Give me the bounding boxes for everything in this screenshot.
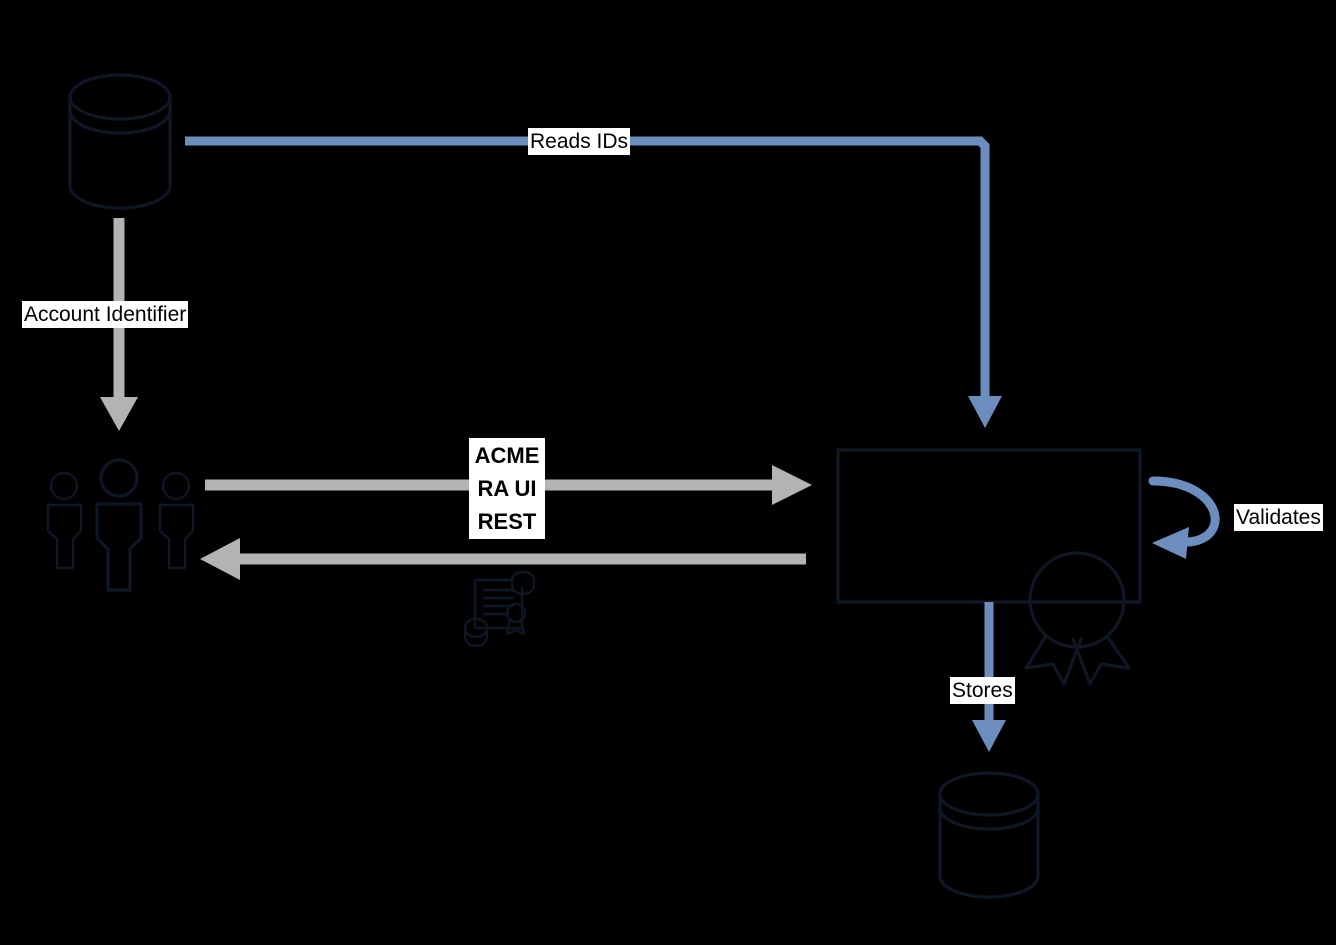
edge-label-validates: Validates [1234,504,1323,531]
acme-ra-service-box[interactable] [836,448,1142,604]
edge-response [200,538,806,580]
edge-validates [1148,476,1220,559]
certificate-scroll-icon [463,570,536,648]
edge-label-acme-ra-ui-rest: ACME RA UI REST [469,438,545,539]
edge-stores [972,602,1006,752]
edge-reads-ids [185,136,1002,428]
edge-label-account-identifier: Account Identifier [22,301,189,328]
edge-label-stores: Stores [950,677,1015,704]
acme-label-line-3: REST [477,509,537,534]
acme-label-line-2: RA UI [477,476,537,501]
source-database-icon [68,73,172,210]
target-database-icon [938,771,1040,899]
users-actors-icon [46,458,195,592]
certificate-award-badge-icon [1024,551,1131,686]
edge-label-reads-ids: Reads IDs [528,128,631,155]
acme-label-line-1: ACME [474,443,540,468]
